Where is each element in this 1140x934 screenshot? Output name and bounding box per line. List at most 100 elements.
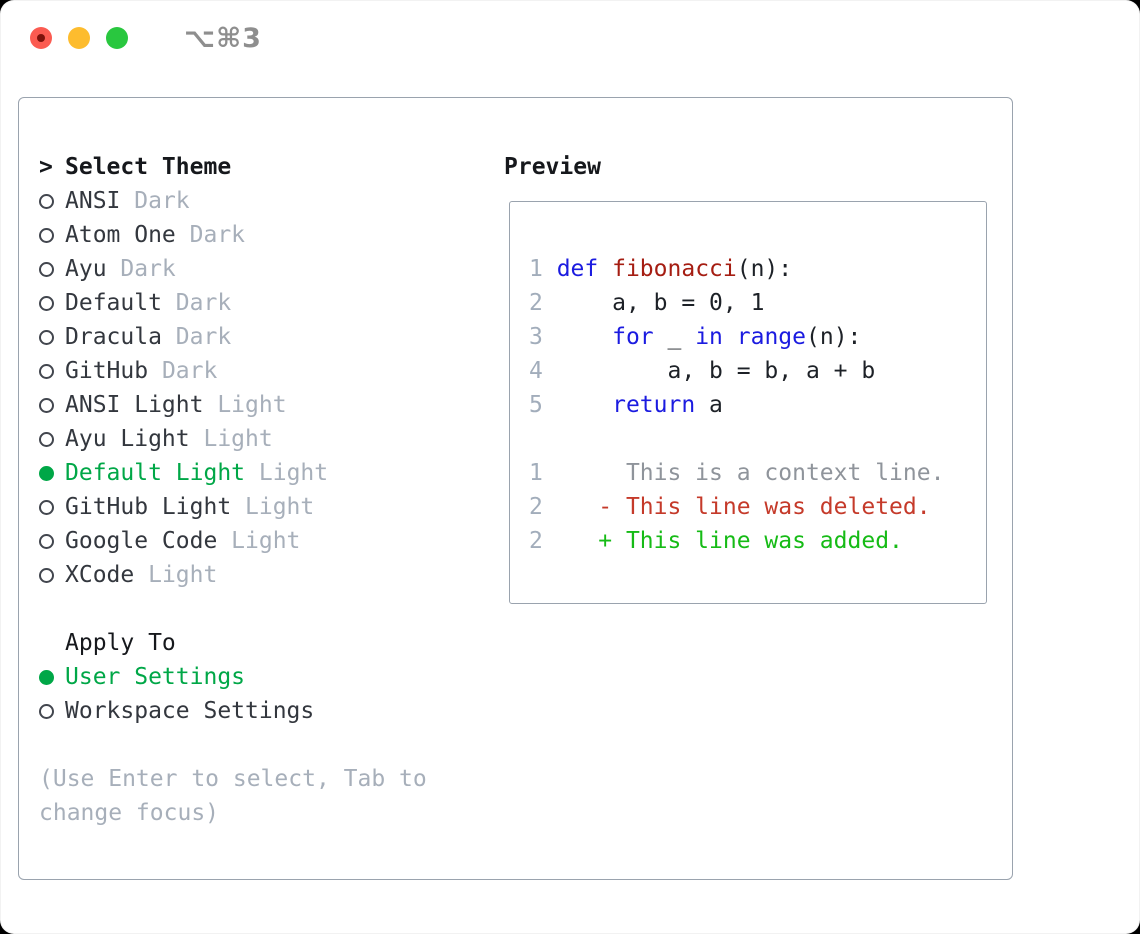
theme-option[interactable]: Ayu Dark <box>39 252 479 286</box>
code-token: range <box>736 324 806 350</box>
theme-variant: Light <box>231 528 301 554</box>
preview-box: 1 def fibonacci(n): 2 a, b = 0, 1 3 for … <box>509 201 987 604</box>
theme-option[interactable]: Default Dark <box>39 286 479 320</box>
theme-variant: Light <box>148 562 218 588</box>
apply-to-label: User Settings <box>65 664 246 690</box>
spacer <box>39 592 479 626</box>
theme-name: Google Code <box>65 528 232 554</box>
window-title: ⌥⌘3 <box>184 22 262 54</box>
select-theme-header-row: > Select Theme <box>39 150 479 184</box>
theme-name: Default Light <box>65 460 259 486</box>
help-text: (Use Enter to select, Tab to change focu… <box>39 766 427 826</box>
theme-name: GitHub <box>65 358 162 384</box>
theme-name: GitHub Light <box>65 494 246 520</box>
code-token: return <box>612 392 696 418</box>
theme-name: Default <box>65 290 176 316</box>
preview-code: 1 def fibonacci(n): 2 a, b = 0, 1 3 for … <box>529 252 986 558</box>
code-token: a <box>695 392 723 418</box>
diff-context-line: This is a context line. <box>598 460 945 486</box>
code-token <box>723 324 737 350</box>
line-number: 5 <box>529 392 557 418</box>
diff-added-line: + This line was added. <box>598 528 903 554</box>
theme-variant: Light <box>203 426 273 452</box>
preview-header-row: Preview <box>504 150 987 184</box>
code-token: def <box>556 256 599 282</box>
theme-name: Atom One <box>65 222 190 248</box>
code-token: a, b = 0, 1 <box>556 290 765 316</box>
theme-variant: Dark <box>161 358 218 384</box>
radio-icon[interactable] <box>39 499 54 515</box>
theme-variant: Dark <box>120 256 176 282</box>
theme-variant: Light <box>245 494 315 520</box>
apply-to-label: Workspace Settings <box>65 698 315 724</box>
code-token <box>557 324 612 350</box>
theme-option[interactable]: Default Light Light <box>39 456 479 490</box>
line-number: 3 <box>529 324 557 350</box>
theme-variant: Light <box>258 460 329 486</box>
line-number: 1 <box>529 460 543 486</box>
code-token <box>598 256 612 282</box>
radio-icon[interactable] <box>39 363 54 379</box>
radio-selected-icon[interactable] <box>39 465 54 481</box>
radio-icon[interactable] <box>39 431 54 447</box>
code-token: for <box>612 324 654 350</box>
theme-option[interactable]: Dracula Dark <box>39 320 479 354</box>
radio-icon[interactable] <box>39 227 54 243</box>
code-token: (n): <box>736 256 793 282</box>
theme-name: Dracula <box>65 324 176 350</box>
title-bar: ⌥⌘3 <box>0 0 1140 76</box>
code-token <box>557 392 612 418</box>
theme-name: XCode <box>65 562 149 588</box>
theme-name: ANSI Light <box>65 392 218 418</box>
spacer <box>39 728 479 762</box>
radio-icon[interactable] <box>39 295 54 311</box>
radio-icon[interactable] <box>39 329 54 345</box>
minimize-button-icon[interactable] <box>68 27 90 49</box>
radio-icon[interactable] <box>39 703 54 719</box>
theme-variant: Light <box>217 392 287 418</box>
line-number: 1 <box>529 256 557 282</box>
line-number: 2 <box>529 494 543 520</box>
theme-option[interactable]: GitHub Light Light <box>39 490 479 524</box>
diff-deleted-line: - This line was deleted. <box>598 494 931 520</box>
apply-to-header-row: Apply To <box>39 626 479 660</box>
apply-to-option[interactable]: User Settings <box>39 660 479 694</box>
radio-icon[interactable] <box>39 193 54 209</box>
line-number: 2 <box>529 290 557 316</box>
theme-option[interactable]: Google Code Light <box>39 524 479 558</box>
apply-to-title: Apply To <box>65 630 176 656</box>
theme-variant: Dark <box>175 290 232 316</box>
apply-to-option[interactable]: Workspace Settings <box>39 694 479 728</box>
theme-variant: Dark <box>134 188 190 214</box>
line-number: 4 <box>529 358 557 384</box>
theme-name: Ayu <box>65 256 121 282</box>
zoom-button-icon[interactable] <box>106 27 128 49</box>
code-token: fibonacci <box>612 256 737 282</box>
theme-option[interactable]: Atom One Dark <box>39 218 479 252</box>
preview-column: Preview 1 def fibonacci(n): 2 a, b = 0, … <box>504 150 987 879</box>
radio-icon[interactable] <box>39 261 54 277</box>
theme-option[interactable]: Ayu Light Light <box>39 422 479 456</box>
theme-name: Ayu Light <box>65 426 204 452</box>
theme-option[interactable]: ANSI Dark <box>39 184 479 218</box>
close-button-icon[interactable] <box>30 27 52 49</box>
theme-name: ANSI <box>65 188 135 214</box>
theme-option[interactable]: XCode Light <box>39 558 479 592</box>
code-token: in <box>695 324 723 350</box>
radio-icon[interactable] <box>39 567 54 583</box>
theme-option[interactable]: ANSI Light Light <box>39 388 479 422</box>
theme-variant: Dark <box>189 222 246 248</box>
select-theme-title: Select Theme <box>65 154 232 180</box>
preview-title: Preview <box>504 154 601 180</box>
theme-variant: Dark <box>175 324 232 350</box>
code-token: (n): <box>806 324 862 350</box>
radio-icon[interactable] <box>39 533 54 549</box>
theme-option[interactable]: GitHub Dark <box>39 354 479 388</box>
radio-icon[interactable] <box>39 397 54 413</box>
code-token: a, b = b, a + b <box>556 358 876 384</box>
radio-selected-icon[interactable] <box>39 669 54 685</box>
